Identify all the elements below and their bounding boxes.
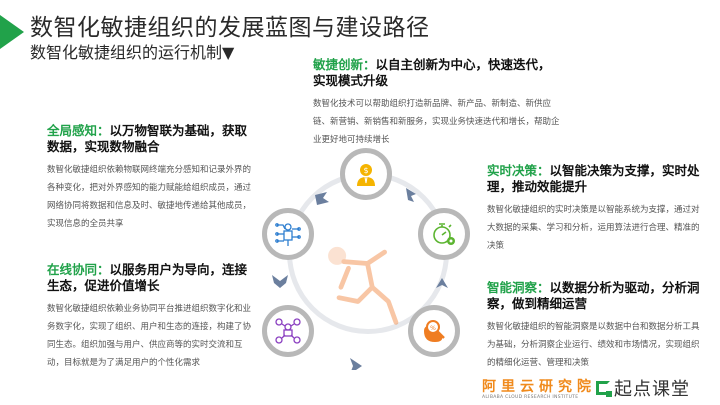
qidian-logo: 起点课堂 [596,375,690,401]
block-key: 智能洞察 [487,280,538,295]
block-body: 数智化敏捷组织的智能洞察是以数据中台和数据分析工具为基础，分析洞察企业运行、绩效… [487,322,700,368]
qidian-mark-icon [596,381,612,397]
block-key: 全局感知 [47,123,98,138]
runner-icon [328,246,399,325]
node-perception [262,208,314,260]
block-headline: 以服务用户为导向，连接生态，促进价值增长 [47,262,248,293]
block-body: 数智化技术可以帮助组织打造新品牌、新产品、新制造、新供应链、新营销、新销售和新服… [313,99,560,145]
magnifier-analysis-icon: % [424,320,445,342]
svg-text:%: % [430,325,436,332]
aliyun-logo-en: ALIBABA CLOUD RESEARCH INSTITUTE [482,395,579,400]
stopwatch-gear-icon [433,223,455,245]
page-title: 数智化敏捷组织的发展蓝图与建设路径 [30,15,430,41]
block-headline: 以数据分析为驱动，分析洞察，做到精细运营 [487,280,700,311]
node-insight: % [408,305,460,357]
block-key: 在线协同 [47,262,98,277]
block-global-perception: 全局感知：以万物智联为基础，获取数据，实现数物融合 数智化敏捷组织依赖物联网终端… [47,123,257,233]
aliyun-logo-cn: 阿里云研究院 [482,379,596,395]
block-headline: 以智能决策为支撑，实时处理，推动效能提升 [487,163,700,194]
block-heading: 全局感知：以万物智联为基础，获取数据，实现数物融合 [47,123,248,154]
arrow-left-icon [272,275,288,288]
arrow-top-right-icon [406,188,416,202]
node-innovation: $ [340,148,392,200]
block-intelligent-insight: 智能洞察：以数据分析为驱动，分析洞察，做到精细运营 数智化敏捷组织的智能洞察是以… [487,280,702,372]
svg-text:$: $ [363,166,368,175]
block-headline: 以自主创新为中心，快速迭代，实现模式升级 [313,57,551,88]
arrow-bottom-icon [350,358,362,370]
node-collaboration [262,305,314,357]
block-key: 敏捷创新 [313,57,364,72]
block-body: 数智化敏捷组织的实时决策是以智能系统为支撑，通过对大数据的采集、学习和分析，运用… [487,205,700,251]
block-body: 数智化敏捷组织依赖业务协同平台推进组织数字化和业务数字化，实现了组织、用户和生态… [47,304,252,368]
connected-person-icon [275,223,301,246]
cycle-diagram: $ [250,140,480,370]
block-headline: 以万物智联为基础，获取数据，实现数物融合 [47,123,248,154]
block-heading: 智能洞察：以数据分析为驱动，分析洞察，做到精细运营 [487,280,700,311]
title-marker-triangle [0,15,24,49]
block-heading: 在线协同：以服务用户为导向，连接生态，促进价值增长 [47,262,248,293]
qidian-logo-text: 起点课堂 [614,379,690,400]
block-agile-innovation: 敏捷创新：以自主创新为中心，快速迭代，实现模式升级 数智化技术可以帮助组织打造新… [313,57,563,149]
aliyun-research-logo: 阿里云研究院 ALIBABA CLOUD RESEARCH INSTITUTE [482,376,596,400]
block-heading: 敏捷创新：以自主创新为中心，快速迭代，实现模式升级 [313,57,551,88]
network-people-icon [275,318,301,344]
node-decision [418,208,470,260]
businessman-dollar-icon: $ [357,164,375,186]
cycle-arrows [272,188,448,370]
block-online-collaboration: 在线协同：以服务用户为导向，连接生态，促进价值增长 数智化敏捷组织依赖业务协同平… [47,262,257,372]
block-body: 数智化敏捷组织依赖物联网终端充分感知和记录外界的各种变化，把对外界感知的能力赋能… [47,165,252,229]
arrow-top-left-icon [315,192,329,205]
block-key: 实时决策 [487,163,538,178]
block-heading: 实时决策：以智能决策为支撑，实时处理，推动效能提升 [487,163,700,194]
block-realtime-decision: 实时决策：以智能决策为支撑，实时处理，推动效能提升 数智化敏捷组织的实时决策是以… [487,163,702,255]
arrow-right-icon [436,278,448,288]
page-subtitle: 数智化敏捷组织的运行机制▼ [30,43,235,62]
